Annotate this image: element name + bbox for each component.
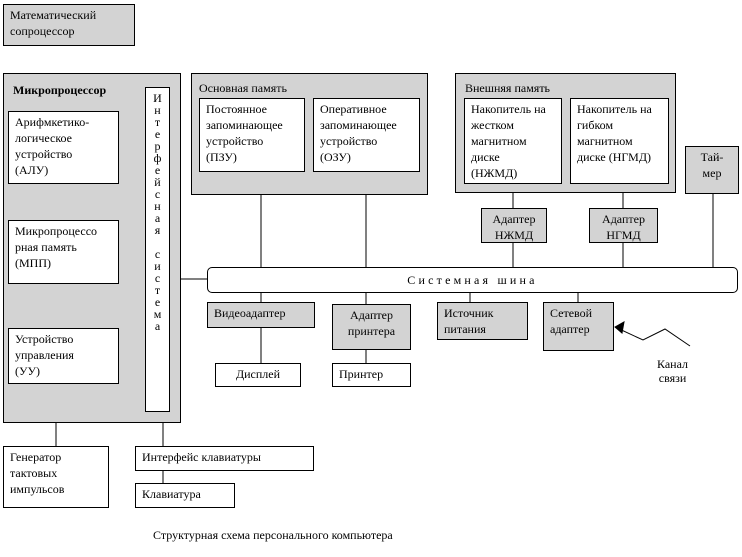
interface-system-block: И н т е р ф е й с н а я с и с т е м а (145, 87, 170, 412)
display-block: Дисплей (215, 363, 301, 387)
external-memory-title: Внешняя память (465, 81, 551, 95)
coprocessor-block: Математический сопроцессор (3, 4, 135, 46)
comm-channel-label: Канал связи (657, 357, 689, 385)
control-unit-block: Устройство управления (УУ) (8, 328, 119, 384)
video-adapter-block: Видеоадаптер (207, 302, 315, 328)
rom-block: Постоянное запоминающее устройство (ПЗУ) (199, 98, 305, 172)
hdd-adapter-block: Адаптер НЖМД (481, 208, 547, 243)
ram-block: Оперативное запоминающее устройство (ОЗУ… (313, 98, 420, 172)
power-supply-block: Источник питания (437, 302, 528, 340)
hdd-block: Накопитель на жестком магнитном диске (Н… (464, 98, 562, 184)
main-memory-title: Основная память (199, 81, 287, 95)
alu-block: Арифмкетико- логическое устройство (АЛУ) (8, 111, 119, 184)
diagram-caption: Структурная схема персонального компьюте… (153, 528, 393, 542)
keyboard-interface-block: Интерфейс клавиатуры (135, 446, 314, 471)
timer-block: Тай- мер (685, 146, 739, 194)
printer-block: Принтер (332, 363, 411, 387)
system-bus-label: Системная шина (407, 273, 538, 287)
fdd-adapter-block: Адаптер НГМД (589, 208, 658, 243)
network-adapter-block: Сетевой адаптер (543, 302, 614, 351)
mpp-block: Микропроцессо рная память (МПП) (8, 220, 119, 284)
microprocessor-title: Микропроцессор (13, 83, 107, 97)
printer-adapter-block: Адаптер принтера (332, 304, 411, 350)
system-bus: Системная шина (207, 267, 738, 293)
fdd-block: Накопитель на гибком магнитном диске (НГ… (570, 98, 669, 184)
clock-generator-block: Генератор тактовых импульсов (3, 446, 109, 508)
interface-system-label: И н т е р ф е й с н а я с и с т е м а (153, 91, 162, 333)
keyboard-block: Клавиатура (135, 483, 235, 508)
